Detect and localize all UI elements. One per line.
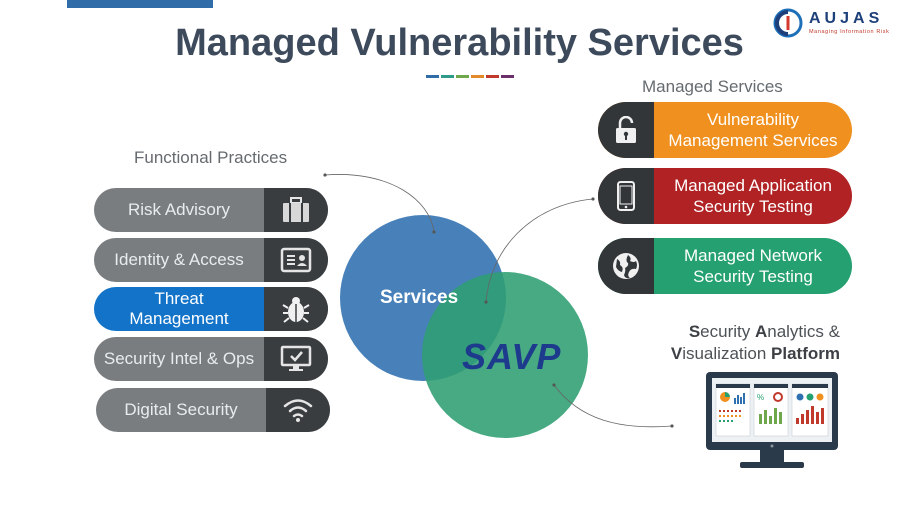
aujas-logo-icon xyxy=(773,8,803,38)
service-label: Vulnerability Management Services xyxy=(668,109,838,150)
functional-practices-label: Functional Practices xyxy=(134,148,288,167)
dashboard-monitor-illustration: % xyxy=(706,372,838,468)
practice-risk-advisory[interactable]: Risk Advisory xyxy=(94,188,328,232)
monitor-check-icon xyxy=(264,337,328,381)
connector-managed xyxy=(484,197,595,304)
top-accent-bar xyxy=(67,0,213,8)
svg-text:%: % xyxy=(757,393,764,402)
venn-services-label: Services xyxy=(380,287,459,308)
practice-identity-access[interactable]: Identity & Access xyxy=(94,238,328,282)
practice-threat-management[interactable]: Threat Management xyxy=(94,287,328,331)
mobile-icon xyxy=(598,168,654,224)
savp-logo-text: SAVP xyxy=(462,336,561,374)
globe-icon xyxy=(598,238,654,294)
wifi-icon xyxy=(266,388,330,432)
savp-logo: SAVP xyxy=(462,336,561,374)
bug-icon xyxy=(264,287,328,331)
practice-label: Security Intel & Ops xyxy=(103,348,255,368)
managed-services-label: Managed Services xyxy=(642,77,783,96)
service-label: Managed Application Security Testing xyxy=(674,175,832,216)
logo-wordmark: AUJAS xyxy=(809,10,884,27)
briefcase-icon xyxy=(264,188,328,232)
service-vulnerability-management[interactable]: Vulnerability Management Services xyxy=(598,102,852,158)
aujas-logo: AUJAS Managing Information Risk xyxy=(773,8,913,40)
practice-label: Threat Management xyxy=(129,288,229,328)
title-underline xyxy=(426,75,514,78)
practice-label: Identity & Access xyxy=(114,249,244,269)
savp-circle xyxy=(422,272,588,438)
connector-platform xyxy=(552,383,674,428)
id-card-icon xyxy=(264,238,328,282)
logo-tagline: Managing Information Risk xyxy=(809,29,890,35)
practice-security-intel-ops[interactable]: Security Intel & Ops xyxy=(94,337,328,381)
service-application-security-testing[interactable]: Managed Application Security Testing xyxy=(598,168,852,224)
page-title: Managed Vulnerability Services xyxy=(175,22,744,64)
service-label: Managed Network Security Testing xyxy=(684,245,822,286)
unlock-icon xyxy=(598,102,654,158)
practice-label: Digital Security xyxy=(124,399,238,419)
platform-title: Security Analytics & Visualization Platf… xyxy=(670,322,840,364)
service-network-security-testing[interactable]: Managed Network Security Testing xyxy=(598,238,852,294)
practice-digital-security[interactable]: Digital Security xyxy=(96,388,330,432)
practice-label: Risk Advisory xyxy=(127,199,231,219)
connector-practices xyxy=(323,173,436,234)
